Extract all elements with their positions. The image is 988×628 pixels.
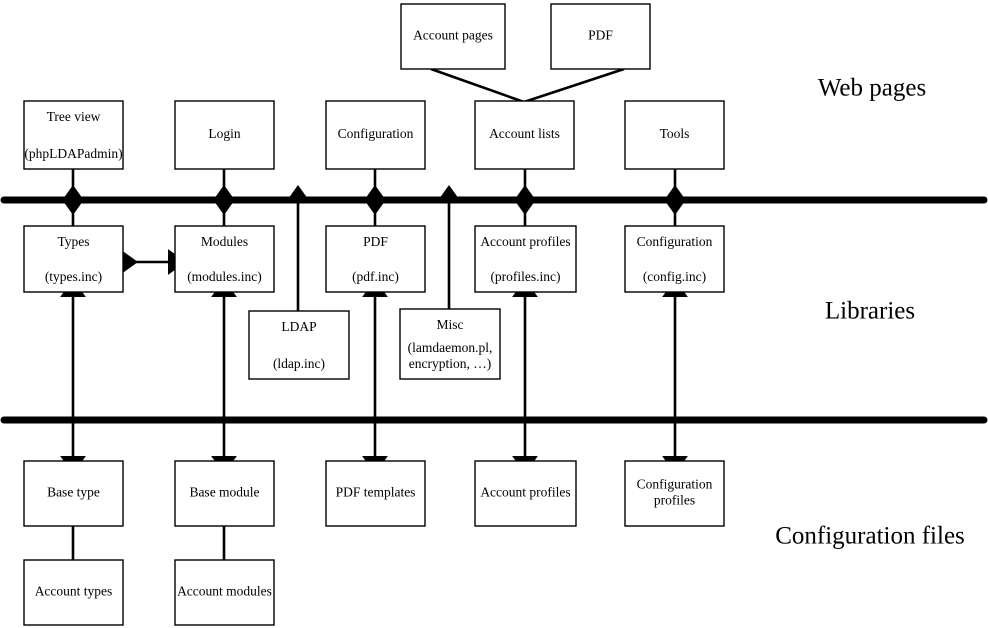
node-account-modules[interactable]: Account modules <box>174 559 275 626</box>
pdf-source-to-account-lists <box>523 67 625 104</box>
node-title-misc-lib: Misc <box>437 317 464 332</box>
node-sub-configuration-lib: (config.inc) <box>643 269 706 284</box>
node-box-base-type[interactable] <box>23 460 124 527</box>
node-box-account-profiles-lib[interactable] <box>474 225 577 293</box>
node-ldap-lib[interactable]: LDAP (ldap.inc) <box>248 310 350 380</box>
node-sub-pdf-lib: (pdf.inc) <box>352 269 399 284</box>
node-pdf-lib[interactable]: PDF (pdf.inc) <box>325 225 426 293</box>
node-configuration-page[interactable]: Configuration <box>325 100 426 170</box>
node-box-tree-view[interactable] <box>23 100 124 170</box>
node-sub-types-lib: (types.inc) <box>45 269 102 284</box>
web-pages-group: Tree view (phpLDAPadmin) Login Configuratio… <box>23 100 725 170</box>
source-pages-group: Account pages PDF <box>400 3 651 70</box>
node-title-tools: Tools <box>660 126 690 141</box>
section-label-libraries: Libraries <box>825 298 915 325</box>
node-box-types-lib[interactable] <box>23 225 124 293</box>
node-title-account-lists: Account lists <box>489 126 560 141</box>
node-box-configuration-page[interactable] <box>325 100 426 170</box>
node-pdf-templates[interactable]: PDF templates <box>325 460 426 527</box>
node-sub-account-profiles-lib: (profiles.inc) <box>490 269 560 284</box>
node-box-account-profiles-file[interactable] <box>474 460 577 527</box>
node-title-login: Login <box>208 126 240 141</box>
node-login[interactable]: Login <box>174 100 275 170</box>
node-title-configuration-profiles-file: profiles <box>654 493 695 508</box>
node-title-pdf-lib: PDF <box>363 234 388 249</box>
node-base-type[interactable]: Base type <box>23 460 124 527</box>
section-label-configuration-files: Configuration files <box>775 523 965 550</box>
node-title-account-types: Account types <box>35 584 113 599</box>
node-box-pdf-templates[interactable] <box>325 460 426 527</box>
node-account-types[interactable]: Account types <box>23 559 124 626</box>
node-account-lists[interactable]: Account lists <box>474 100 575 170</box>
node-title-account-profiles-file: Account profiles <box>480 485 570 500</box>
node-box-tools[interactable] <box>624 100 725 170</box>
node-box-account-types[interactable] <box>23 559 124 626</box>
node-box-configuration-lib[interactable] <box>624 225 725 293</box>
node-title-account-pages: Account pages <box>413 28 493 43</box>
node-box-modules-lib[interactable] <box>174 225 275 293</box>
node-title-base-type: Base type <box>47 485 100 500</box>
node-account-profiles-file[interactable]: Account profiles <box>474 460 577 527</box>
node-box-account-pages[interactable] <box>400 3 506 70</box>
libraries-group: Types (types.inc) Modules (modules.inc) PDF (… <box>23 225 725 293</box>
node-account-pages[interactable]: Account pages <box>400 3 506 70</box>
node-sub-misc-lib: (lamdaemon.pl, <box>408 340 493 355</box>
node-title-modules-lib: Modules <box>201 234 248 249</box>
node-pdf-source[interactable]: PDF <box>550 3 651 70</box>
node-title-account-profiles-lib: Account profiles <box>480 234 570 249</box>
node-configuration-lib[interactable]: Configuration (config.inc) <box>624 225 725 293</box>
bus-layer <box>0 196 988 424</box>
node-box-account-modules[interactable] <box>174 559 275 626</box>
section-label-web-pages: Web pages <box>818 75 926 102</box>
node-title-pdf-templates: PDF templates <box>336 485 416 500</box>
node-tree-view[interactable]: Tree view (phpLDAPadmin) <box>23 100 124 170</box>
node-title-account-modules: Account modules <box>177 584 272 599</box>
node-box-misc-lib[interactable] <box>399 308 501 380</box>
account-pages-to-account-lists <box>430 67 525 104</box>
node-title-base-module: Base module <box>189 485 259 500</box>
libraries-lower-group: LDAP (ldap.inc) Misc (lamdaemon.pl,encrypti… <box>248 308 501 380</box>
node-title-ldap-lib: LDAP <box>281 319 316 334</box>
node-misc-lib[interactable]: Misc (lamdaemon.pl,encryption, …) <box>399 308 501 380</box>
node-modules-lib[interactable]: Modules (modules.inc) <box>174 225 275 293</box>
node-title-configuration-profiles-file: Configuration <box>637 477 713 492</box>
node-title-pdf-source: PDF <box>588 28 613 43</box>
node-base-module[interactable]: Base module <box>174 460 275 527</box>
node-box-account-lists[interactable] <box>474 100 575 170</box>
node-title-configuration-lib: Configuration <box>637 234 713 249</box>
config-files-sub-group: Account types Account modules <box>23 559 275 626</box>
node-sub-ldap-lib: (ldap.inc) <box>273 356 325 371</box>
node-box-login[interactable] <box>174 100 275 170</box>
node-box-ldap-lib[interactable] <box>248 310 350 380</box>
node-account-profiles-lib[interactable]: Account profiles (profiles.inc) <box>474 225 577 293</box>
node-title-types-lib: Types <box>57 234 89 249</box>
node-tools[interactable]: Tools <box>624 100 725 170</box>
node-types-lib[interactable]: Types (types.inc) <box>23 225 124 293</box>
node-box-configuration-profiles-file[interactable] <box>624 460 725 527</box>
node-title-tree-view: Tree view <box>47 109 101 124</box>
node-box-pdf-lib[interactable] <box>325 225 426 293</box>
config-files-group: Base type Base module PDF templates Account… <box>23 460 725 527</box>
node-sub-tree-view: (phpLDAPadmin) <box>24 146 122 161</box>
node-sub-modules-lib: (modules.inc) <box>187 269 262 284</box>
node-box-pdf-source[interactable] <box>550 3 651 70</box>
node-sub-misc-lib: encryption, …) <box>409 356 491 371</box>
node-title-configuration-page: Configuration <box>338 126 414 141</box>
node-box-base-module[interactable] <box>174 460 275 527</box>
